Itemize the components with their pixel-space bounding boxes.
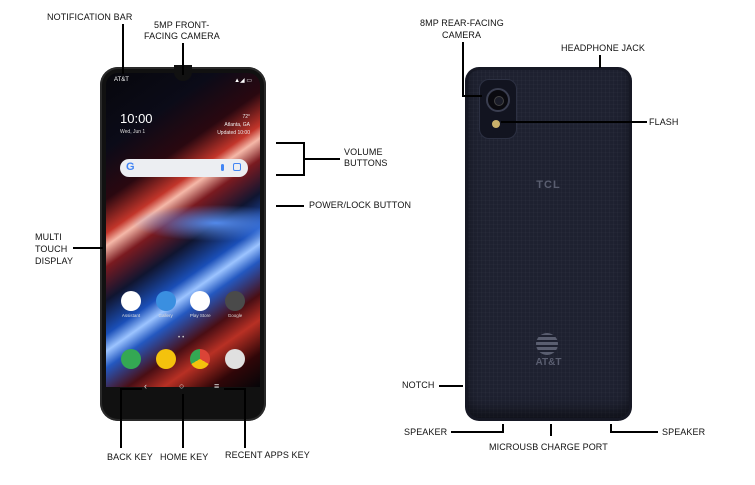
label-volume-1: Volume — [344, 147, 383, 157]
leader-headphone-jack — [599, 55, 601, 68]
label-back-key: Back Key — [107, 452, 153, 462]
label-home-key: Home Key — [160, 452, 209, 462]
recent-apps-key[interactable]: ≡ — [214, 381, 220, 391]
leader-notch — [439, 385, 463, 387]
flash — [492, 120, 500, 128]
leader-flash — [501, 121, 647, 123]
label-front-camera-2: Facing Camera — [144, 31, 220, 41]
leader-charge-port — [550, 424, 552, 436]
label-notch: Notch — [402, 380, 435, 390]
google-icon: G — [126, 161, 135, 173]
tcl-logo: TCL — [536, 179, 561, 191]
gallery-icon — [155, 291, 176, 311]
label-flash: Flash — [649, 117, 679, 127]
label-rear-camera-1: 8MP Rear-Facing — [420, 18, 504, 28]
leader-back-key-h — [120, 388, 142, 390]
back-phone: TCL AT&T — [465, 67, 632, 421]
weather-widget: 72° Atlanta, GA Updated 10:00 — [217, 114, 250, 136]
google-search-bar[interactable]: G — [120, 159, 248, 177]
leader-power — [276, 205, 304, 207]
label-rear-camera-2: Camera — [442, 30, 482, 40]
leader-rear-camera-h — [462, 95, 482, 97]
home-key[interactable]: ○ — [179, 381, 185, 391]
app-play-store[interactable]: Play Store — [185, 291, 215, 318]
mic-icon[interactable] — [221, 164, 224, 171]
dock — [116, 349, 250, 369]
leader-front-camera — [182, 43, 184, 75]
play-store-icon — [190, 291, 211, 311]
app-google[interactable]: Google — [220, 291, 250, 318]
label-speaker-right: Speaker — [662, 427, 706, 437]
label-display-1: Multi — [35, 232, 62, 242]
label-display-2: Touch — [35, 244, 68, 254]
leader-rear-camera — [462, 42, 464, 96]
status-icons: ▲◢ ▭ — [234, 78, 252, 84]
leader-back-key — [120, 388, 122, 448]
leader-volume — [304, 158, 340, 160]
messages-icon[interactable] — [155, 349, 176, 369]
leader-recent-apps — [244, 388, 246, 448]
leader-volume-top — [276, 142, 304, 144]
chrome-icon[interactable] — [190, 349, 211, 369]
lens-icon[interactable] — [233, 163, 241, 171]
leader-recent-apps-h — [224, 388, 246, 390]
label-front-camera-1: 5MP Front- — [154, 20, 210, 30]
leader-speaker-right-v — [610, 424, 612, 433]
leader-volume-bottom — [276, 174, 304, 176]
label-volume-2: Buttons — [344, 158, 388, 168]
att-logo-text: AT&T — [535, 357, 562, 368]
carrier-label: AT&T — [114, 77, 129, 83]
leader-notification-bar — [122, 24, 124, 74]
label-display-3: Display — [35, 256, 74, 266]
app-gallery[interactable]: Gallery — [151, 291, 181, 318]
label-charge-port: MicroUSB Charge Port — [489, 442, 608, 452]
camera-icon[interactable] — [224, 349, 245, 369]
google-folder-icon — [224, 291, 245, 311]
clock-time: 10:00 — [120, 111, 153, 126]
label-notification-bar: Notification Bar — [47, 12, 133, 22]
leader-speaker-left — [451, 431, 503, 433]
touch-display: AT&T ▲◢ ▭ 10:00 Wed, Jun 1 72° Atlanta, … — [106, 73, 260, 387]
leader-display — [73, 247, 103, 249]
assistant-icon — [121, 291, 141, 311]
leader-home-key — [182, 394, 184, 448]
phone-icon[interactable] — [121, 349, 141, 369]
label-headphone-jack: Headphone Jack — [561, 43, 645, 53]
rear-camera-lens — [486, 88, 510, 112]
front-phone: AT&T ▲◢ ▭ 10:00 Wed, Jun 1 72° Atlanta, … — [100, 65, 266, 421]
label-recent-apps-key: Recent Apps Key — [225, 450, 310, 460]
app-assistant[interactable]: Assistant — [116, 291, 146, 318]
leader-speaker-right — [610, 431, 658, 433]
back-key[interactable]: ‹ — [144, 381, 147, 391]
label-power: Power/Lock Button — [309, 200, 412, 210]
page-indicator: •• — [178, 335, 187, 341]
leader-speaker-left-v — [502, 424, 504, 433]
att-globe-logo — [536, 333, 558, 355]
label-speaker-left: Speaker — [404, 427, 448, 437]
clock-date: Wed, Jun 1 — [120, 129, 146, 135]
navigation-bar: ‹ ○ ≡ — [100, 381, 266, 421]
camera-module — [479, 79, 517, 139]
app-row: Assistant Gallery Play Store Google — [116, 291, 250, 318]
